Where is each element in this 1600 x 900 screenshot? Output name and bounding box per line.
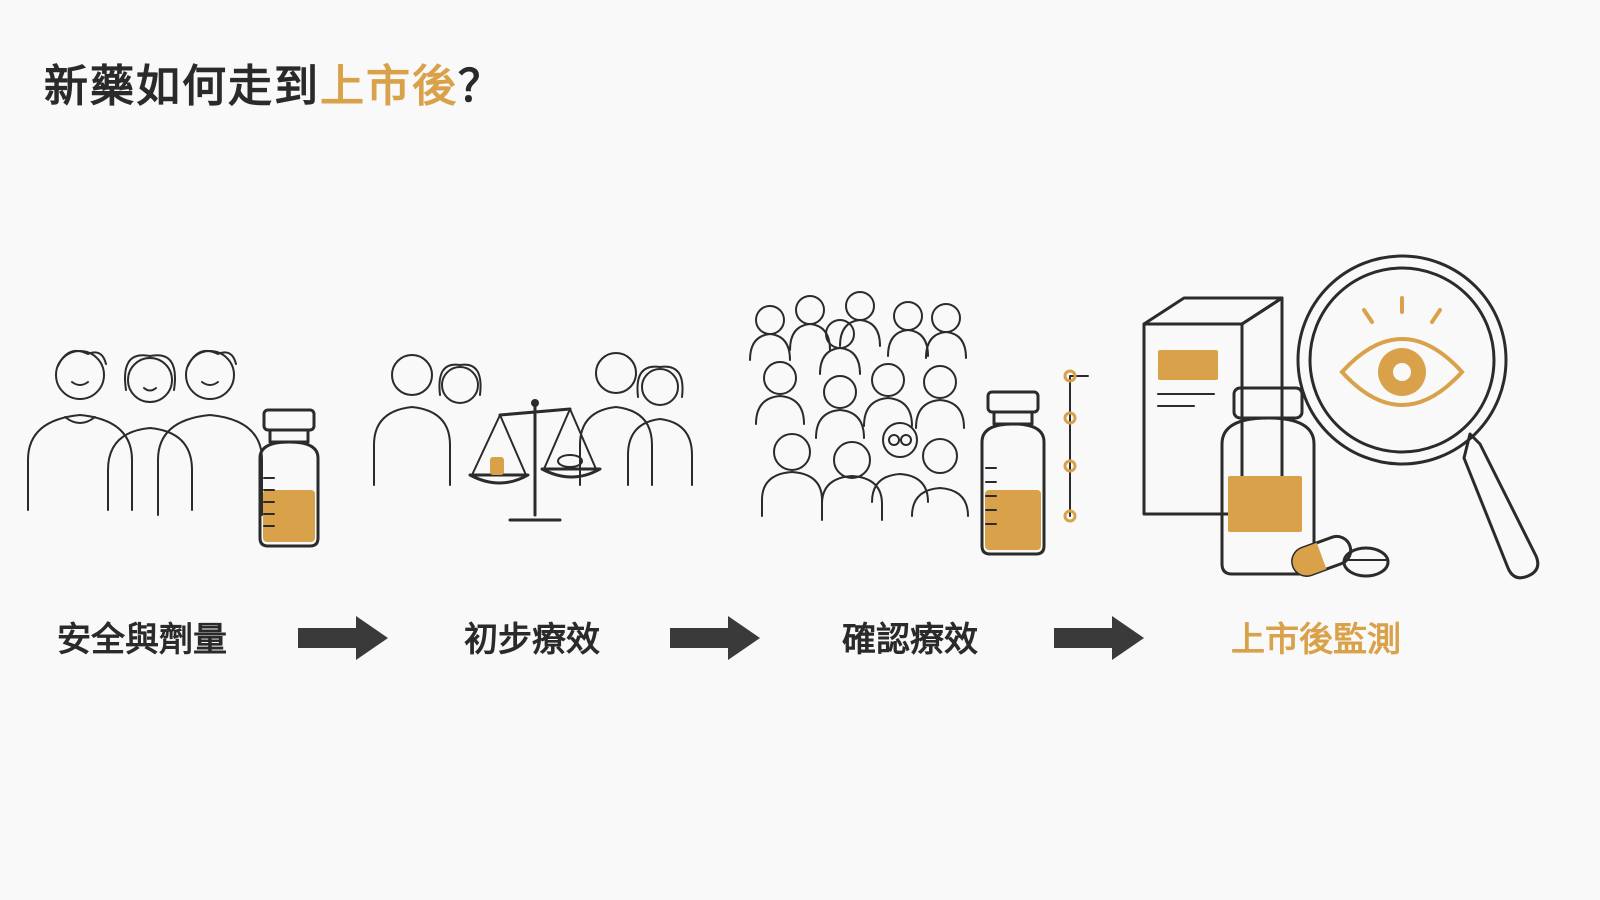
- medicine-vial-icon: [258, 408, 320, 548]
- title-suffix: ？: [458, 61, 504, 112]
- eye-icon: [1339, 296, 1465, 407]
- timeline-icon: [1063, 369, 1089, 523]
- stage-3-label: 確認療效: [842, 620, 978, 660]
- page-title: 新藥如何走到上市後？: [44, 50, 504, 114]
- title-prefix: 新藥如何走到: [44, 61, 320, 112]
- medicine-vial-icon: [980, 390, 1046, 556]
- stage-2-label: 初步療效: [464, 620, 600, 660]
- arrow-right-icon: [1054, 616, 1144, 660]
- stage-4-label: 上市後監測: [1231, 620, 1401, 660]
- stage-4-illustration: [1140, 250, 1560, 590]
- stage-2-illustration: [370, 345, 710, 535]
- arrow-right-icon: [670, 616, 760, 660]
- medicine-bottle-icon: [1220, 386, 1316, 576]
- crowd-icon: [749, 291, 969, 521]
- magnifying-glass-icon: [1296, 254, 1540, 580]
- stage-3-illustration: [748, 280, 1098, 570]
- stage-1-label: 安全與劑量: [57, 620, 227, 660]
- arrow-right-icon: [298, 616, 388, 660]
- people-icon: [27, 350, 263, 516]
- balance-scale-icon: [373, 352, 693, 522]
- tablet-icon: [1342, 546, 1390, 578]
- stage-1-illustration: [20, 330, 340, 560]
- title-highlight: 上市後: [320, 61, 458, 112]
- capsule-icon: [1291, 534, 1390, 578]
